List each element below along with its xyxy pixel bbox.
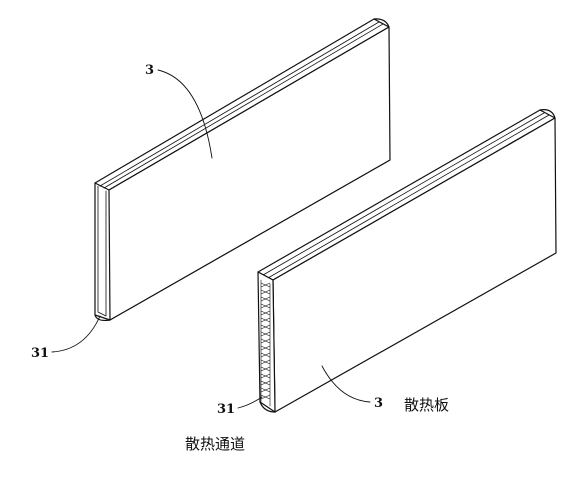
upper-heat-dissipation-plate — [94, 18, 391, 322]
label-heat-plate: 散热板 — [404, 396, 449, 414]
label-top-channel-31: 31 — [31, 346, 49, 361]
honeycomb-channels — [260, 279, 271, 407]
label-bottom-plate-3: 3 — [374, 396, 383, 411]
lower-heat-dissipation-plate — [257, 109, 557, 413]
leader-top-plate — [157, 69, 213, 159]
label-top-plate-3: 3 — [145, 63, 154, 78]
leader-top-channel — [51, 315, 101, 353]
leader-bottom-channel — [237, 396, 263, 409]
label-bottom-channel-31: 31 — [217, 402, 235, 417]
leader-bottom-plate — [321, 365, 371, 403]
label-heat-channel: 散热通道 — [185, 435, 245, 453]
